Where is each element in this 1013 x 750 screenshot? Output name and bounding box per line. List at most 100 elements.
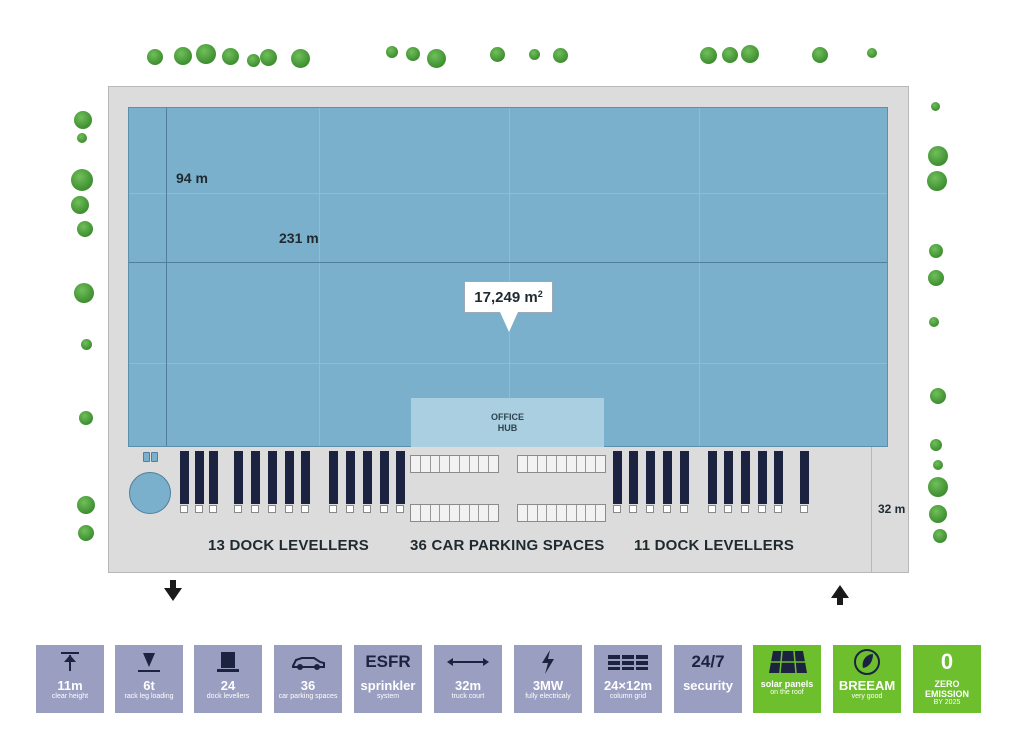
dock-leveller: [363, 451, 372, 504]
feature-value: ZERO EMISSION: [924, 679, 969, 699]
exit-arrow-icon: [164, 588, 182, 601]
dock-leveller-icon: [194, 645, 262, 679]
tree: [867, 48, 877, 58]
tree: [929, 317, 939, 327]
tree: [77, 496, 95, 514]
dock-door-marker: [363, 505, 371, 513]
tree: [79, 411, 93, 425]
feature-value: BREEAM: [838, 678, 896, 693]
parking-row: [410, 504, 499, 522]
tree: [927, 171, 947, 191]
dock-door-marker: [680, 505, 688, 513]
tree: [147, 49, 163, 65]
tree: [426, 48, 446, 68]
dock-door-marker: [268, 505, 276, 513]
tree: [528, 48, 540, 60]
feature-caption: dock levellers: [206, 693, 250, 700]
tree: [406, 47, 420, 61]
grid-line: [509, 108, 510, 446]
dock-leveller: [301, 451, 310, 504]
dock-door-marker: [285, 505, 293, 513]
car-parking-label: 36 CAR PARKING SPACES: [410, 537, 605, 554]
arrow-up-icon: [36, 645, 104, 679]
car-icon: [274, 645, 342, 679]
feature-caption: on the roof: [770, 689, 804, 696]
length-dimension-label: 231 m: [279, 230, 319, 246]
dock-door-marker: [774, 505, 782, 513]
dock-leveller: [195, 451, 204, 504]
tree: [928, 477, 948, 497]
dock-door-marker: [663, 505, 671, 513]
dock-door-marker: [741, 505, 749, 513]
security-icon: 24/7: [691, 652, 725, 671]
dock-door-marker: [708, 505, 716, 513]
dock-leveller: [268, 451, 277, 504]
grid-line: [129, 363, 887, 364]
tree: [78, 525, 94, 541]
tree: [290, 48, 310, 68]
dock-levellers-left-label: 13 DOCK LEVELLERS: [208, 537, 369, 554]
dock-door-marker: [758, 505, 766, 513]
rack-load-icon: [115, 645, 183, 679]
feature-value: 24×12m: [603, 678, 653, 693]
tank-valve: [143, 452, 150, 462]
feature-caption: fully electricaly: [525, 693, 571, 700]
dock-door-marker: [329, 505, 337, 513]
tree: [221, 47, 239, 65]
dock-door-marker: [301, 505, 309, 513]
feature-caption: clear height: [51, 693, 89, 700]
exit-arrow-stem: [170, 580, 176, 590]
dock-door-marker: [195, 505, 203, 513]
tree: [812, 47, 828, 63]
feature-value: 32m: [454, 678, 482, 693]
tree: [71, 196, 89, 214]
grid-line: [699, 108, 700, 446]
feature-value: 3MW: [532, 678, 564, 693]
tree: [552, 47, 568, 63]
esfr-icon: ESFR: [365, 652, 411, 671]
feature-caption: system: [376, 693, 400, 700]
tree: [386, 46, 398, 58]
dock-leveller: [741, 451, 750, 504]
dock-leveller: [800, 451, 809, 504]
dock-leveller: [380, 451, 389, 504]
tree: [933, 460, 943, 470]
tree: [71, 169, 93, 191]
feature-caption: BY 2025: [933, 699, 961, 706]
dock-leveller: [774, 451, 783, 504]
dock-leveller: [285, 451, 294, 504]
dock-door-marker: [396, 505, 404, 513]
dock-door-marker: [346, 505, 354, 513]
tree: [928, 270, 944, 286]
dock-door-marker: [180, 505, 188, 513]
area-value: 17,249 m: [474, 288, 538, 306]
feature-caption: truck court: [451, 693, 485, 700]
dock-leveller: [346, 451, 355, 504]
dock-leveller: [329, 451, 338, 504]
column-grid-icon: [594, 645, 662, 679]
dock-door-marker: [800, 505, 808, 513]
sprinkler-tank: [129, 472, 171, 514]
yard-dimension-line: [871, 447, 872, 573]
dock-leveller: [758, 451, 767, 504]
tree: [74, 111, 92, 129]
dock-leveller: [396, 451, 405, 504]
feature-value: sprinkler: [360, 678, 416, 693]
parking-row: [517, 504, 606, 522]
entry-arrow-icon: [831, 585, 849, 598]
tree: [489, 46, 505, 62]
dock-leveller: [646, 451, 655, 504]
tree: [929, 505, 947, 523]
area-unit-superscript: 2: [537, 289, 543, 299]
feature-value: solar panels: [760, 679, 814, 689]
leaf-icon: [833, 645, 901, 679]
double-arrow-icon: [434, 645, 502, 679]
dock-door-marker: [724, 505, 732, 513]
tree: [74, 283, 94, 303]
